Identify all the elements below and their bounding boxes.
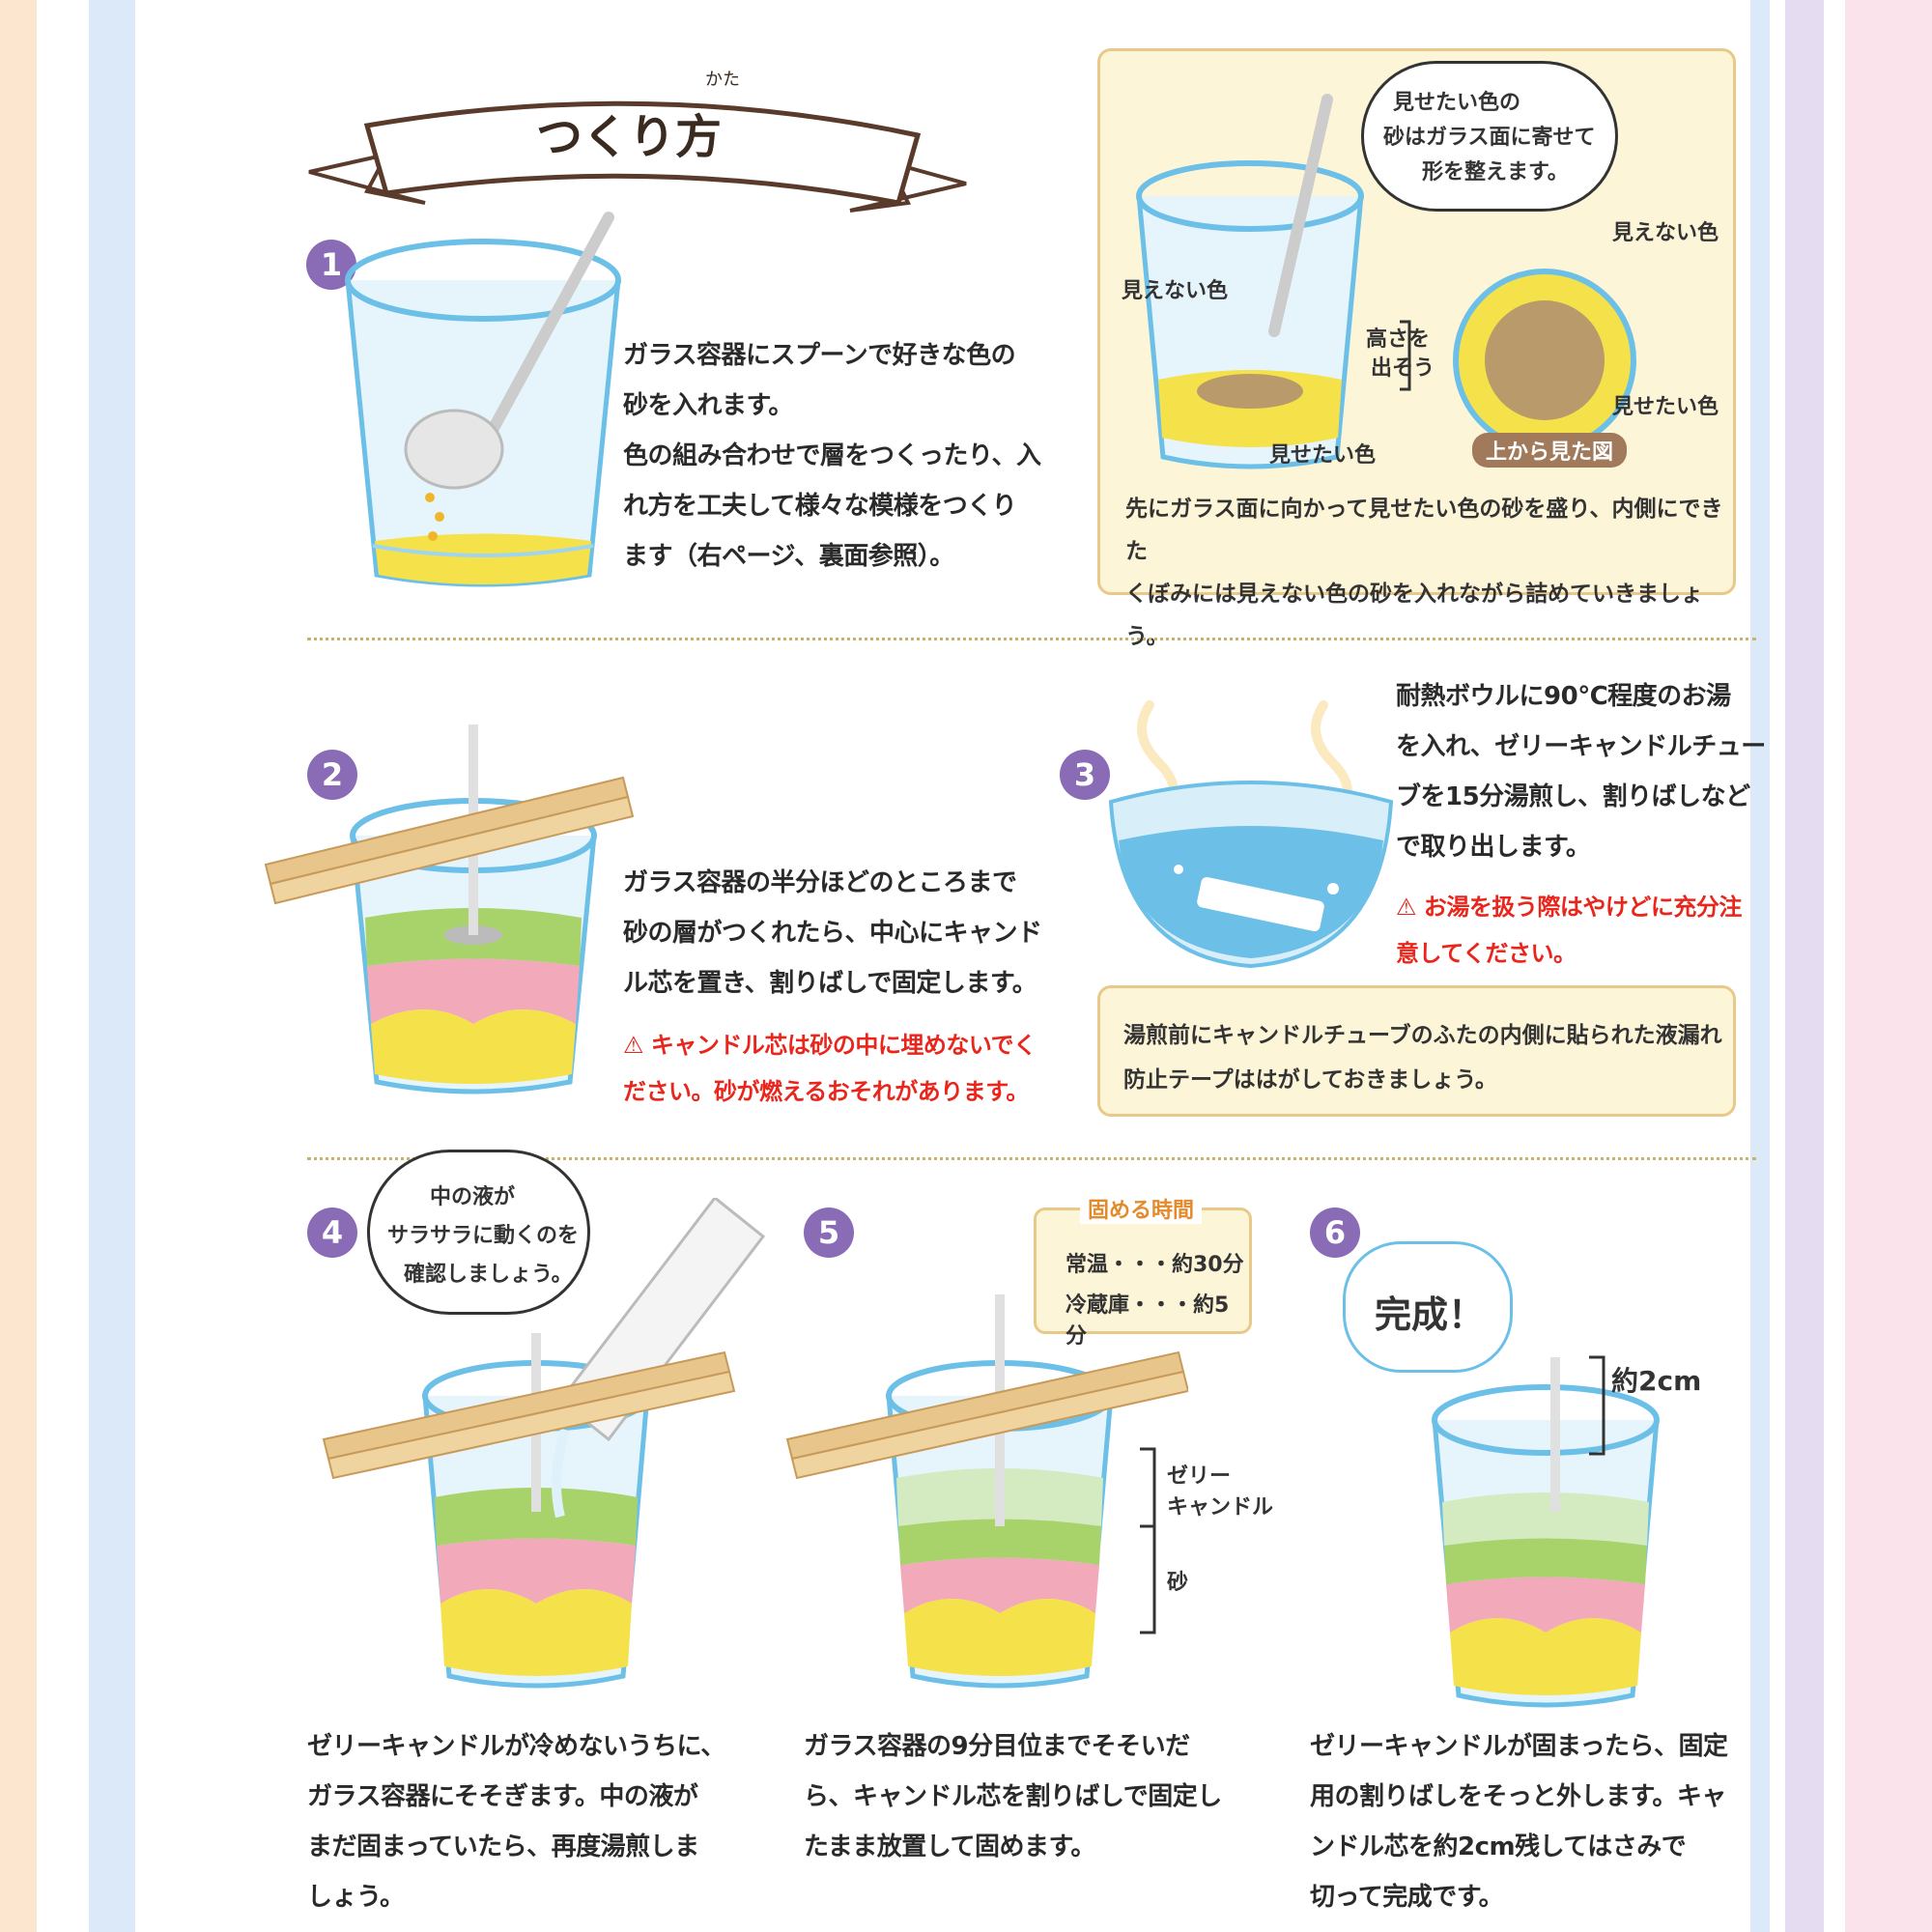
step-3-note: 湯煎前にキャンドルチューブのふたの内側に貼られた液漏れ 防止テープははがしておき… <box>1097 985 1736 1117</box>
tip-line-1: 先にガラス面に向かって見せたい色の砂を盛り、内側にできた <box>1125 497 1723 564</box>
step-6-line-2: 用の割りばしをそっと外します。キャ <box>1310 1782 1726 1811</box>
step-2-line-1: ガラス容器の半分ほどのところまで <box>623 868 1017 897</box>
divider-2 <box>307 1157 1756 1160</box>
step-4-badge: 4 <box>307 1208 357 1258</box>
step-4-line-1: ゼリーキャンドルが冷めないうちに、 <box>307 1732 725 1761</box>
step-6-badge: 6 <box>1310 1208 1360 1258</box>
step-5-text: ガラス容器の9分目位までそそいだ ら、キャンドル芯を割りばしで固定し たまま放置… <box>804 1721 1222 1872</box>
step-5-line-1: ガラス容器の9分目位までそそいだ <box>804 1732 1190 1761</box>
step-3-line-4: で取り出します。 <box>1396 833 1591 862</box>
step-3-note-text: 湯煎前にキャンドルチューブのふたの内側に貼られた液漏れ 防止テープははがしておき… <box>1123 1013 1722 1102</box>
tip-bubble-line-2: 砂はガラス面に寄せて <box>1383 126 1596 150</box>
step-2-warning: ⚠ キャンドル芯は砂の中に埋めないでく ださい。砂が燃えるおそれがあります。 <box>623 1022 1037 1115</box>
step-2-glass-illustration <box>264 724 635 1094</box>
tip-label-from-top: 上から見た図 <box>1472 433 1628 468</box>
step-5-time-box: 固める時間 常温・・・約30分 冷蔵庫・・・約5分 <box>1034 1193 1252 1349</box>
note3-line-1: 湯煎前にキャンドルチューブのふたの内側に貼られた液漏れ <box>1123 1023 1722 1048</box>
tip-box: 見せたい色の 砂はガラス面に寄せて 形を整えます。 見えない色 高さを 出そう … <box>1097 48 1736 649</box>
step-2-text: ガラス容器の半分ほどのところまで 砂の層がつくれたら、中心にキャンド ル芯を置き… <box>623 858 1042 1009</box>
step-5-line-3: たまま放置して固めます。 <box>804 1833 1095 1861</box>
step-5-time-row-1: 常温・・・約30分 <box>1065 1253 1244 1277</box>
step-2-badge: 2 <box>307 750 357 800</box>
step-3-badge: 3 <box>1060 750 1110 800</box>
stripe-peach <box>0 0 37 1932</box>
step-6-text: ゼリーキャンドルが固まったら、固定 用の割りばしをそっと外します。キャ ンドル芯… <box>1310 1721 1728 1922</box>
title-ruby: かた <box>705 70 740 90</box>
step-5-badge: 5 <box>804 1208 854 1258</box>
title-ribbon: つくり方 かた <box>299 58 976 232</box>
tip-label-hidden-right: 見えない色 <box>1612 221 1719 245</box>
step-1-line-5: ます（右ページ、裏面参照）。 <box>623 542 954 571</box>
step-2-warning-line-1: ⚠ キャンドル芯は砂の中に埋めないでく <box>623 1032 1037 1059</box>
tip-text: 先にガラス面に向かって見せたい色の砂を盛り、内側にできた くぼみには見えない色の… <box>1125 488 1733 658</box>
step-1-line-4: れ方を工夫して様々な模様をつくり <box>623 492 1017 521</box>
tip-bubble-line-1: 見せたい色の <box>1393 91 1521 115</box>
step-5-line-2: ら、キャンドル芯を割りばしで固定し <box>804 1782 1222 1811</box>
tip-illustration <box>1136 94 1636 469</box>
stripe-lavender <box>1785 0 1824 1932</box>
step-5-label-jelly-2: キャンドル <box>1167 1495 1274 1520</box>
step-3-warning-line-1: ⚠ お湯を扱う際はやけどに充分注 <box>1396 894 1742 921</box>
step-5-glass-illustration <box>785 1294 1188 1689</box>
step-6-measure-label: 約2cm <box>1611 1365 1702 1397</box>
tip-label-shown-right: 見せたい色 <box>1612 395 1719 419</box>
step-6-line-1: ゼリーキャンドルが固まったら、固定 <box>1310 1732 1728 1761</box>
tip-line-2: くぼみには見えない色の砂を入れながら詰めていきましょう。 <box>1125 582 1703 649</box>
tip-label-height-2: 出そう <box>1371 356 1435 381</box>
step-4-text: ゼリーキャンドルが冷めないうちに、 ガラス容器にそそぎます。中の液が まだ固まっ… <box>307 1721 725 1922</box>
step-4-glass-illustration <box>322 1198 766 1689</box>
step-6-cloud-bubble: 完成！ <box>1343 1241 1513 1373</box>
step-4-bubble: 中の液が サラサラに動くのを 確認しましょう。 <box>367 1150 590 1315</box>
step-3-line-3: ブを15分湯煎し、割りばしなど <box>1396 782 1750 811</box>
stripe-blue-left <box>89 0 135 1932</box>
note3-line-2: 防止テープははがしておきましょう。 <box>1123 1067 1497 1093</box>
step-3-warning-line-2: 意してください。 <box>1396 940 1577 967</box>
step-4-bubble-line-1: 中の液が <box>430 1185 516 1209</box>
step-3-text: 耐熱ボウルに90℃程度のお湯 を入れ、ゼリーキャンドルチュー ブを15分湯煎し、… <box>1396 671 1766 872</box>
step-4-line-2: ガラス容器にそそぎます。中の液が <box>307 1782 698 1811</box>
step-4-line-4: しょう。 <box>307 1883 405 1912</box>
step-1-text: ガラス容器にスプーンで好きな色の 砂を入れます。 色の組み合わせで層をつくったり… <box>623 330 1041 582</box>
step-1-line-3: 色の組み合わせで層をつくったり、入 <box>623 441 1041 470</box>
step-6-line-3: ンドル芯を約2cm残してはさみで <box>1310 1833 1687 1861</box>
step-5-label-jelly-1: ゼリー <box>1167 1464 1232 1489</box>
ribbon-shape <box>308 100 967 213</box>
step-4-bubble-line-3: 確認しましょう。 <box>404 1263 573 1287</box>
stripe-pink <box>1845 0 1932 1932</box>
step-4-bubble-line-2: サラサラに動くのを <box>387 1224 580 1248</box>
tip-bubble-line-3: 形を整えます。 <box>1422 160 1569 185</box>
divider-1 <box>307 638 1756 640</box>
step-5-time-row-2: 冷蔵庫・・・約5分 <box>1065 1293 1230 1349</box>
step-6-line-4: 切って完成です。 <box>1310 1883 1504 1912</box>
step-3-line-2: を入れ、ゼリーキャンドルチュー <box>1396 732 1766 761</box>
tip-label-hidden-left: 見えない色 <box>1122 279 1229 303</box>
step-3-bowl-illustration <box>1108 700 1394 969</box>
tip-label-height-1: 高さを <box>1366 327 1431 352</box>
tip-label-shown-left: 見せたい色 <box>1269 443 1377 468</box>
step-5-time-title: 固める時間 <box>1080 1193 1203 1224</box>
step-3-line-1: 耐熱ボウルに90℃程度のお湯 <box>1396 682 1731 711</box>
stripe-blue-right <box>1750 0 1770 1932</box>
step-3-warning: ⚠ お湯を扱う際はやけどに充分注 意してください。 <box>1396 884 1742 977</box>
step-2-line-2: 砂の層がつくれたら、中心にキャンド <box>623 919 1042 948</box>
step-1-line-2: 砂を入れます。 <box>623 391 793 420</box>
step-1-glass-illustration <box>345 212 621 587</box>
step-6-bubble-text: 完成！ <box>1375 1293 1486 1336</box>
step-2-warning-line-2: ださい。砂が燃えるおそれがあります。 <box>623 1078 1029 1105</box>
step-6-glass-illustration <box>1432 1355 1660 1708</box>
step-1-line-1: ガラス容器にスプーンで好きな色の <box>623 341 1016 370</box>
step-4-line-3: まだ固まっていたら、再度湯煎しま <box>307 1833 699 1861</box>
tip-bubble: 見せたい色の 砂はガラス面に寄せて 形を整えます。 <box>1361 61 1618 212</box>
step-5-label-sand: 砂 <box>1167 1571 1189 1595</box>
step-2-line-3: ル芯を置き、割りばしで固定します。 <box>623 969 1037 998</box>
page-title: つくり方 <box>536 110 723 164</box>
